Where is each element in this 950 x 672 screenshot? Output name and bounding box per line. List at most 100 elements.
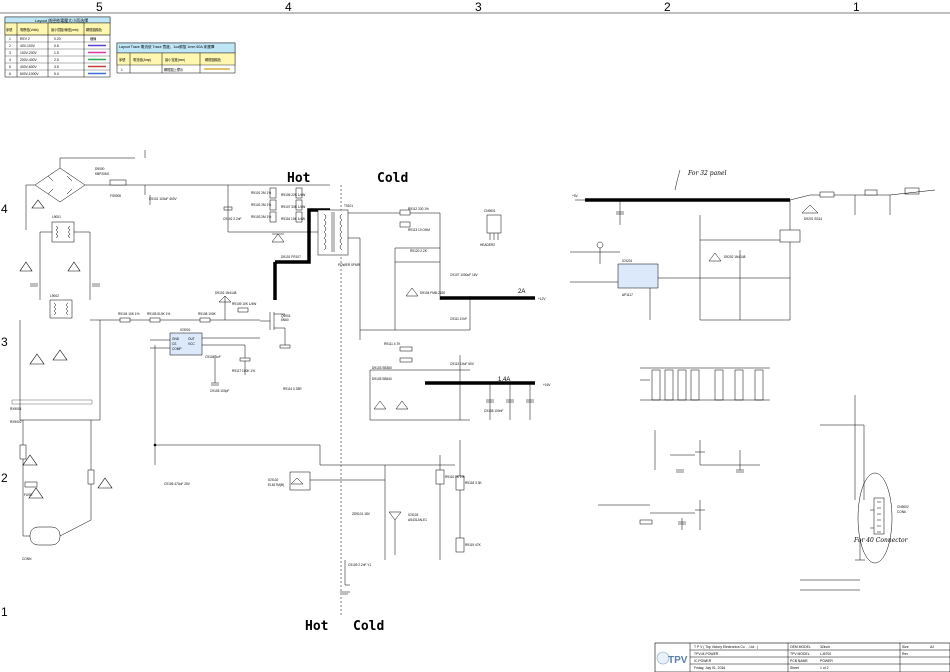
clamp-diode: D9101 FR107 — [271, 233, 301, 259]
r9101: R9101 2M 1% — [251, 191, 271, 195]
r9104: R9104 10K 1% — [118, 312, 140, 316]
ic9201-part: AP1117 — [622, 293, 633, 297]
d9102: D9102 1N4148 — [215, 291, 237, 295]
zd9101: ZD9101 18V — [352, 512, 371, 516]
legend1-cell-2-0: 3 — [9, 51, 11, 55]
tpv-logo-icon — [656, 651, 670, 665]
hot-label-bottom: Hot — [305, 619, 328, 634]
pwm-controller: IC9001 GND CS COMP OUT VCC — [150, 328, 260, 356]
legend1-cell-5-0: 6 — [9, 72, 11, 76]
fuse-label: FUSE — [24, 493, 33, 497]
filter-l9001: L9001 — [52, 215, 61, 219]
primary-aux: R9104 10K 1% R9105 510K 1% R9108 100K R9… — [90, 291, 260, 393]
r9114: R9114 0.33R — [283, 387, 302, 391]
legend2-r0c2: 網框圖上標示 — [164, 67, 183, 72]
shunt-ref: IC9103 — [408, 513, 419, 517]
legend2-r0c0: 1 — [121, 68, 123, 72]
d9104: D9104 FMB-2620 — [420, 291, 445, 295]
transformer-name: POWER XFMR — [338, 263, 361, 267]
r9110: R9110 1K 1% — [445, 475, 465, 479]
ic9201-ref: IC9201 — [622, 259, 633, 263]
legend1-cell-1-1: 40V-100V — [20, 44, 36, 48]
legend2-h2: 最小寬度(mm) — [165, 57, 185, 62]
control-header — [640, 367, 770, 401]
snubber-network: R9101 2M 1% R9102 2M 1% R9103 2M 1% R910… — [223, 185, 330, 233]
zone-top-2: 2 — [664, 0, 671, 14]
opto-part: EL817M(B) — [268, 483, 284, 487]
legend1-cell-0-1: REV 2 — [20, 37, 30, 41]
zone-labels-top: 5 4 3 2 1 — [96, 0, 860, 14]
filter-rx9001: RX9001 — [10, 407, 22, 411]
header-ref: CN9001 — [484, 209, 496, 213]
r9112: R9112 330 1% — [408, 207, 429, 211]
legend1-cell-3-2: 2.5 — [54, 58, 59, 62]
legend1-cell-0-0: 1 — [9, 37, 11, 41]
title-size-value: A2 — [930, 645, 934, 649]
transformer-ref: T9101 — [344, 204, 353, 208]
feedback-loop: IC9102 EL817M(B) IC9103 AS431AN-E1 R9110… — [153, 345, 482, 595]
r9103: R9103 2M 1% — [251, 215, 271, 219]
title-oem-label: OEM MODEL — [790, 645, 811, 649]
r9118: R9118 3.3K — [465, 481, 482, 485]
secondary-output: R9112 330 1% R9113 10 OHM R9120 2.2K D91… — [360, 207, 479, 421]
emi-filter: L9001 L9002 RX9001 RX9002 — [10, 215, 113, 499]
tpv-logo-text: TPV — [668, 655, 688, 666]
zone-top-4: 4 — [285, 0, 292, 14]
ac-input: FUSE CONN — [19, 420, 95, 561]
legend2-h0: 序號 — [119, 57, 126, 62]
title-company: T P V ( Top Victory Electronics Co . , L… — [694, 645, 758, 649]
title-rev-label: Rev — [902, 652, 908, 656]
cap-c9109: C9109 2.2nF Y1 — [348, 563, 371, 567]
legend1-cell-4-2: 3.5 — [54, 65, 59, 69]
panel-power-switch: +5V D9201 SS14 D9202 1N4148 — [570, 187, 936, 321]
zone-left-3: 3 — [1, 335, 8, 349]
cap-c9106: C9106 470uF 25V — [164, 482, 191, 486]
title-size-label: Size — [902, 645, 909, 649]
d9201: D9201 SS14 — [804, 217, 822, 221]
legend1-cell-2-2: 1.5 — [54, 51, 59, 55]
ic9001-pin-cs: CS — [172, 342, 176, 346]
bridge-part: KBP206G — [95, 172, 110, 176]
hot-label-top: Hot — [287, 171, 310, 186]
legend1-cell-1-0: 2 — [9, 44, 11, 48]
title-sheet-value: 1 of 2 — [820, 666, 829, 670]
opto-ref: IC9102 — [268, 478, 279, 482]
legend1-cell-3-0: 4 — [9, 58, 11, 62]
bridge-fuse: FS9000 — [110, 194, 121, 198]
legend1-cell-0-2: 0.20 — [54, 37, 61, 41]
r9113: R9113 10 OHM — [408, 228, 430, 232]
buck-regulator: IC9201 AP1117 — [596, 241, 659, 297]
legend2-h3: 網框圖顏色 — [205, 57, 222, 62]
on-off-switch — [598, 430, 760, 530]
zone-top-5: 5 — [96, 0, 103, 14]
r9106: R9106 22K 1/4W — [281, 193, 305, 197]
title-key-component: IC POWER — [694, 659, 712, 663]
output-connector: CN9002 CON6 For 40 Connector — [820, 395, 909, 564]
filter-l9002: L9002 — [50, 294, 59, 298]
header-connector: CN9001 HEADER2 — [480, 209, 502, 247]
title-tpv-label: TPV MODEL — [790, 652, 810, 656]
panel-note: For 32 panel — [687, 170, 727, 177]
d9101: D9101 FR107 — [281, 255, 301, 259]
r9105: R9105 510K 1% — [147, 312, 170, 316]
zone-left-4: 4 — [1, 202, 8, 216]
zone-left-1: 1 — [1, 605, 8, 619]
title-pcb-value: POWER — [820, 659, 833, 663]
mosfet-part: 6N60 — [281, 318, 289, 322]
legend1-h3: 網框圖顏色 — [86, 27, 103, 32]
r9117: R9117 100K 1% — [232, 369, 255, 373]
cn9002-part: CON6 — [897, 510, 906, 514]
r9102: R9102 2M 1% — [251, 203, 271, 207]
filter-rx9002: RX9002 — [10, 420, 22, 424]
legend1-h1: 電壓值(Volts) — [20, 27, 39, 32]
legend1-cell-2-1: 100V-200V — [20, 51, 38, 55]
ic9001-pin-out: OUT — [188, 337, 195, 341]
legend-table-current: Layout Trace 電流依 Trace 寬度，1oz銅箔 1mm 60A … — [116, 42, 236, 74]
d9103: D9103 SB360 — [372, 366, 392, 370]
title-date: Friday, July 01, 2016 — [694, 666, 725, 670]
rail-16v: +16V — [543, 383, 551, 387]
cap-c9111: C9111 47nF — [450, 317, 467, 321]
cn9002-ref: CN9002 — [897, 505, 909, 509]
zone-top-1: 1 — [853, 0, 860, 14]
d9202: D9202 1N4148 — [724, 255, 746, 259]
